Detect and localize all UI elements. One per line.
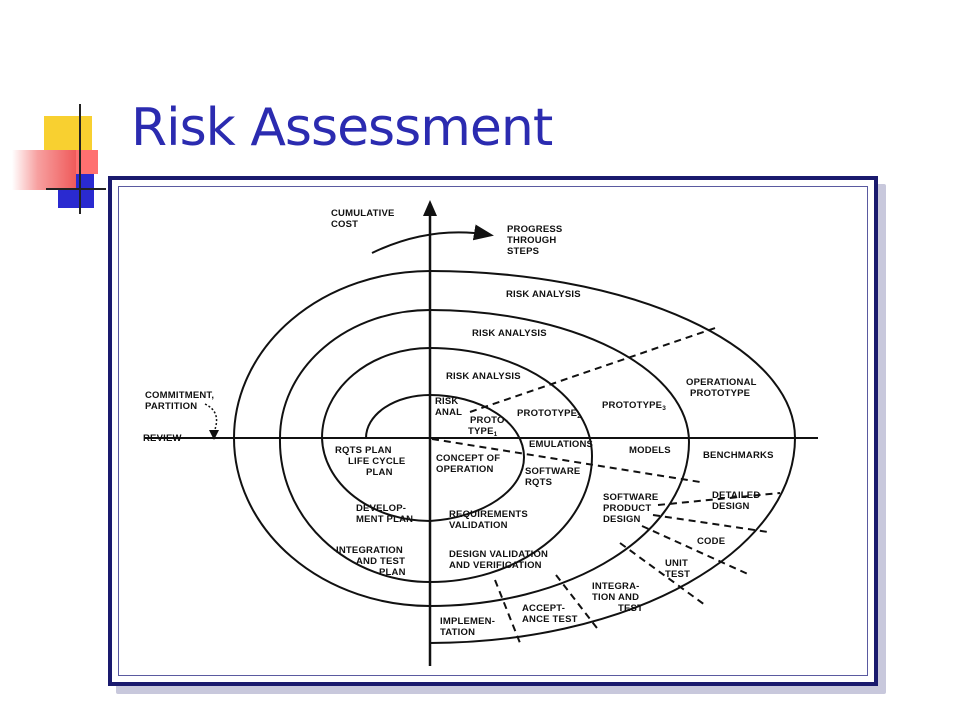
progress-label-1: PROGRESS: [507, 224, 562, 235]
dashed-line-design-2: [652, 514, 769, 533]
emulations-label: EMULATIONS: [529, 439, 593, 450]
dashed-line-acceptance: [494, 579, 521, 644]
design-validation-label-1: DESIGN VALIDATION: [449, 549, 548, 560]
risk-anal-label-1: RISK: [435, 396, 459, 407]
progress-label-3: STEPS: [507, 246, 539, 257]
operational-prototype-label-2: PROTOTYPE: [690, 388, 750, 399]
unit-test-label-1: UNIT: [665, 558, 688, 569]
diagram-frame-inner: [118, 186, 868, 676]
commitment-arrowhead: [209, 430, 219, 440]
detailed-design-label-1: DETAILED: [712, 490, 760, 501]
development-plan-label-1: DEVELOP-: [356, 503, 406, 514]
integration-test-label-1: INTEGRA-: [592, 581, 640, 592]
risk-analysis-middle-label: RISK ANALYSIS: [472, 328, 547, 339]
risk-analysis-outer-label: RISK ANALYSIS: [506, 289, 581, 300]
software-product-design-label-1: SOFTWARE: [603, 492, 658, 503]
implementation-label-2: TATION: [440, 627, 475, 638]
benchmarks-label: BENCHMARKS: [703, 450, 774, 461]
prototype3-label: PROTOTYPE3: [602, 400, 666, 412]
deco-red-square: [76, 150, 98, 174]
cumulative-cost-label-1: CUMULATIVE: [331, 208, 395, 219]
detailed-design-label-2: DESIGN: [712, 501, 750, 512]
concept-label-2: OPERATION: [436, 464, 494, 475]
progress-arrow: [371, 224, 494, 254]
dashed-line-prototypes: [469, 326, 719, 413]
acceptance-test-label-1: ACCEPT-: [522, 603, 565, 614]
requirements-validation-label-1: REQUIREMENTS: [449, 509, 528, 520]
development-plan-label-2: MENT PLAN: [356, 514, 413, 525]
slide-title: Risk Assessment: [131, 98, 553, 158]
rqts-plan-label-1: RQTS PLAN: [335, 445, 392, 456]
integration-test-plan-label-3: PLAN: [379, 567, 406, 578]
deco-horizontal-line: [46, 188, 106, 190]
dashed-line-integration: [555, 574, 601, 633]
commitment-dotted-arrow: [204, 403, 218, 433]
operational-prototype-label-1: OPERATIONAL: [686, 377, 757, 388]
code-label: CODE: [697, 536, 725, 547]
proto-type-label-2: TYPE1: [468, 426, 498, 438]
vertical-axis-arrowhead: [423, 200, 437, 216]
prototype2-label: PROTOTYPE2: [517, 408, 581, 420]
dashed-line-emulations: [431, 438, 701, 483]
software-product-design-label-3: DESIGN: [603, 514, 641, 525]
unit-test-label-2: TEST: [665, 569, 690, 580]
software-rqts-label-2: RQTS: [525, 477, 552, 488]
acceptance-test-label-2: ANCE TEST: [522, 614, 578, 625]
commitment-label-1: COMMITMENT,: [145, 390, 214, 401]
proto-type-label-1: PROTO-: [470, 415, 508, 426]
risk-anal-label-2: ANAL: [435, 407, 462, 418]
deco-red-bar: [12, 150, 76, 190]
integration-test-plan-label-2: AND TEST: [356, 556, 405, 567]
rqts-plan-label-3: PLAN: [366, 467, 393, 478]
software-product-design-label-2: PRODUCT: [603, 503, 651, 514]
implementation-label-1: IMPLEMEN-: [440, 616, 495, 627]
cumulative-cost-label-2: COST: [331, 219, 358, 230]
commitment-label-2: PARTITION: [145, 401, 197, 412]
rqts-plan-label-2: LIFE CYCLE: [348, 456, 405, 467]
spiral-arc-2: [320, 346, 593, 523]
design-validation-label-2: AND VERIFICATION: [449, 560, 542, 571]
integration-test-label-2: TION AND: [592, 592, 639, 603]
spiral-arc-4: [232, 269, 797, 644]
concept-label-1: CONCEPT OF: [436, 453, 500, 464]
software-rqts-label-1: SOFTWARE: [525, 466, 580, 477]
dashed-line-unit-test: [619, 542, 706, 606]
deco-vertical-line: [79, 104, 81, 214]
progress-label-2: THROUGH: [507, 235, 556, 246]
spiral-arc-3: [278, 308, 690, 584]
review-label: REVIEW: [143, 433, 182, 444]
dashed-line-design-1: [657, 492, 781, 506]
requirements-validation-label-2: VALIDATION: [449, 520, 508, 531]
integration-test-label-3: TEST: [618, 603, 643, 614]
dashed-line-code: [641, 525, 751, 576]
integration-test-plan-label-1: INTEGRATION: [336, 545, 403, 556]
risk-analysis-inner-label: RISK ANALYSIS: [446, 371, 521, 382]
spiral-arc-1: [365, 393, 525, 458]
models-label: MODELS: [629, 445, 671, 456]
